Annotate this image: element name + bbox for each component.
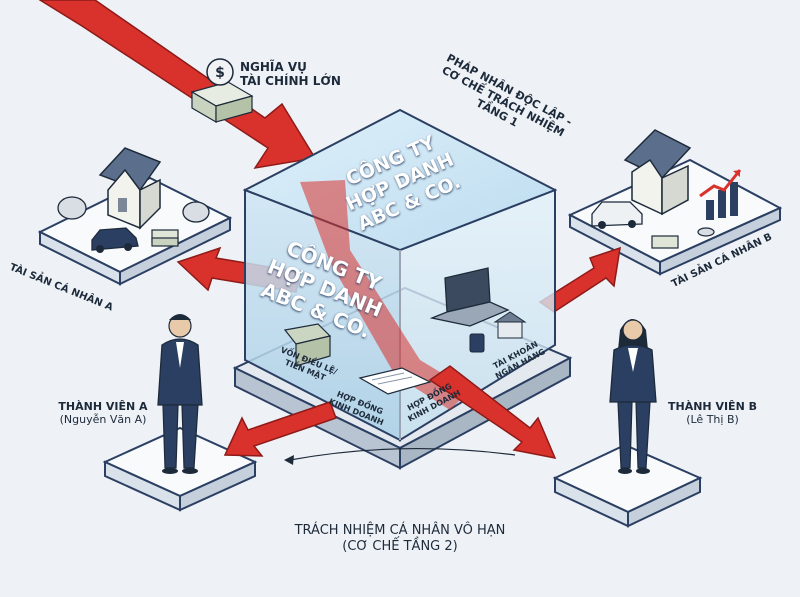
member-b-name: (Lê Thị B): [686, 413, 739, 427]
member-a-name: (Nguyễn Văn A): [59, 413, 147, 427]
piggy-bank-icon-left: [57, 196, 87, 220]
svg-text:$: $: [215, 65, 225, 81]
debt-label: NGHĨA VỤ TÀI CHÍNH LỚN: [240, 60, 341, 89]
platform-member-b: [552, 443, 703, 528]
liability-curve: [284, 447, 516, 465]
house-icon-a: [98, 147, 162, 230]
piggy-bank-icon-right: [182, 201, 210, 223]
liability-line2: (CƠ CHẾ TẦNG 2): [342, 538, 458, 554]
car-icon-b: [591, 201, 643, 229]
member-b-title: THÀNH VIÊN B: [667, 400, 757, 413]
cash-pile-icon: [283, 323, 332, 367]
laptop-icon: [429, 267, 510, 327]
phone-icon: [469, 333, 485, 353]
businesswoman-figure: [609, 319, 657, 474]
debt-label-line2: TÀI CHÍNH LỚN: [240, 74, 341, 89]
arrow-to-member-a: [223, 401, 337, 457]
debt-label-line1: NGHĨA VỤ: [240, 60, 307, 74]
cash-stack-icon-b: [651, 227, 715, 249]
cash-stack-icon-a: [151, 229, 179, 247]
money-bag-icon: $: [190, 58, 254, 124]
car-icon-a: [91, 227, 139, 253]
house-icon-b: [623, 129, 692, 216]
member-a-caption: THÀNH VIÊN A (Nguyễn Văn A): [48, 400, 158, 426]
platform-member-a: [102, 426, 258, 512]
liability-line1: TRÁCH NHIỆM CÁ NHÂN VÔ HẠN: [294, 523, 506, 538]
member-b-caption: THÀNH VIÊN B (Lê Thị B): [655, 400, 770, 426]
unlimited-liability-label: TRÁCH NHIỆM CÁ NHÂN VÔ HẠN (CƠ CHẾ TẦNG …: [270, 523, 530, 554]
contract-document-icon: [358, 367, 432, 395]
member-a-title: THÀNH VIÊN A: [58, 400, 148, 413]
arrow-to-member-b: [428, 365, 557, 460]
businessman-figure: [157, 314, 203, 474]
through-cube-arrow: [300, 180, 470, 410]
bank-icon: [493, 311, 527, 339]
growth-chart-icon: [699, 169, 742, 220]
